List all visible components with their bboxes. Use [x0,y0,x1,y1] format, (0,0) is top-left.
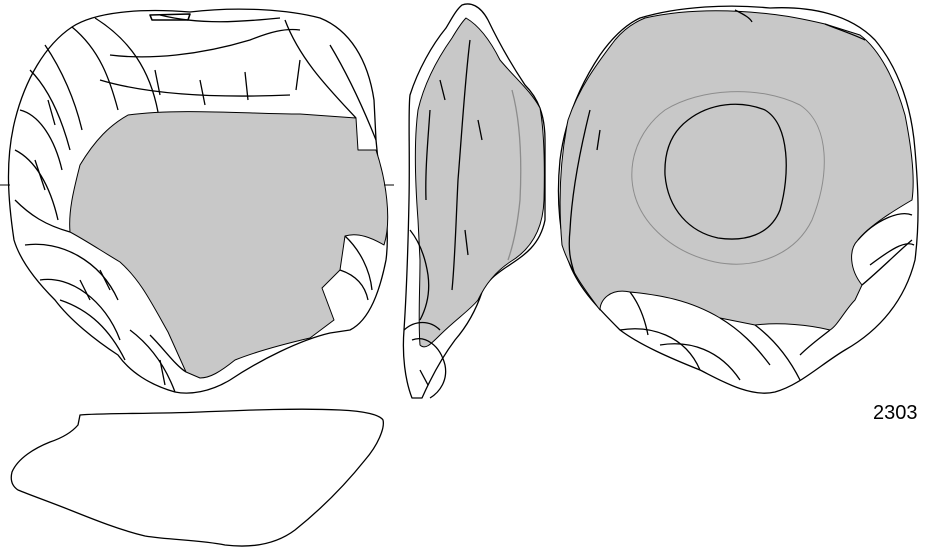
dorsal-scar [159,14,281,23]
profile-cortex [414,17,545,348]
ventral-ring [631,91,825,265]
ventral-scar [659,343,741,381]
dorsal-scar [39,278,121,341]
ventral-view [557,5,919,394]
ventral-scar [619,328,701,371]
profile-ridge [451,39,471,291]
dorsal-scar [59,299,126,361]
dorsal-scar [284,19,357,119]
dorsal-scar [149,334,187,373]
catalog-number: 2303 [873,402,918,424]
dorsal-scar [344,235,373,291]
ventral-scar [734,9,753,23]
ventral-scar [629,291,649,336]
profile-scar [419,79,483,386]
profile-view [402,3,546,399]
dorsal-scar [24,243,119,301]
profile-ridge [507,89,522,261]
dorsal-scar [129,329,176,393]
ventral-scar [869,243,915,266]
dorsal-scar [44,44,83,131]
ventral-cortex [559,10,914,331]
ventral-scar [861,239,913,286]
section-outline [10,408,384,547]
ventral-ring [664,103,787,240]
dorsal-scar [329,44,377,141]
dorsal-scar [19,109,63,171]
ventral-scar [799,329,831,356]
profile-ridge [425,109,431,201]
dorsal-view [7,8,389,394]
ventral-scar [857,213,913,241]
ventral-scar [719,317,771,366]
dorsal-scar [109,28,301,58]
dorsal-cortex [69,111,389,379]
dorsal-scar [99,79,291,97]
dorsal-scar [14,149,59,221]
dorsal-scar [149,13,191,21]
ventral-scar [754,324,801,381]
ventral-ridge [568,109,591,276]
ventral-scar [824,23,866,41]
ventral-ridge [596,129,601,151]
profile-scar [409,229,430,321]
dorsal-scar [14,199,71,233]
dorsal-ridge [34,59,301,386]
profile-scar [411,338,447,399]
dorsal-scar [71,26,119,111]
dorsal-scar [339,269,369,301]
dorsal-scar [29,69,71,151]
profile-scar [403,321,441,331]
dorsal-scar [94,17,159,113]
